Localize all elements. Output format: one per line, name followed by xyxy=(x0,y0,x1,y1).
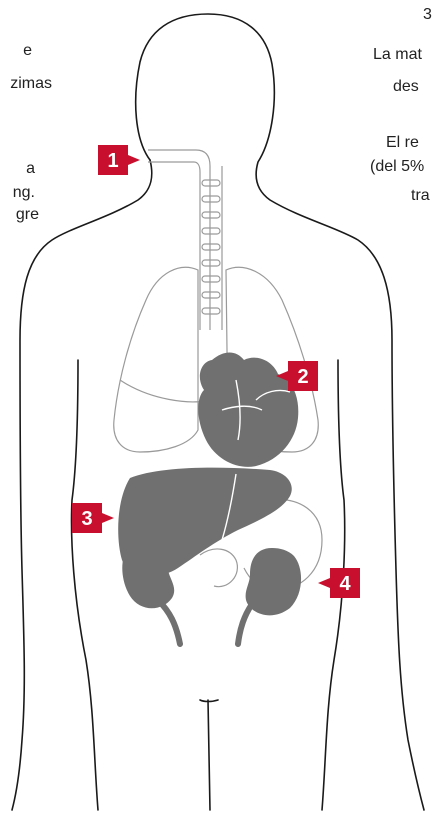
kidneys-icon xyxy=(122,540,301,644)
marker-4-label: 4 xyxy=(339,573,351,595)
marker-2-label: 2 xyxy=(297,366,308,388)
marker-3: 3 xyxy=(72,503,114,533)
trachea-icon xyxy=(148,150,222,330)
marker-3-label: 3 xyxy=(81,508,92,530)
marker-1: 1 xyxy=(98,145,140,175)
marker-1-label: 1 xyxy=(107,150,118,172)
marker-4: 4 xyxy=(318,568,360,598)
heart-icon xyxy=(198,353,298,467)
